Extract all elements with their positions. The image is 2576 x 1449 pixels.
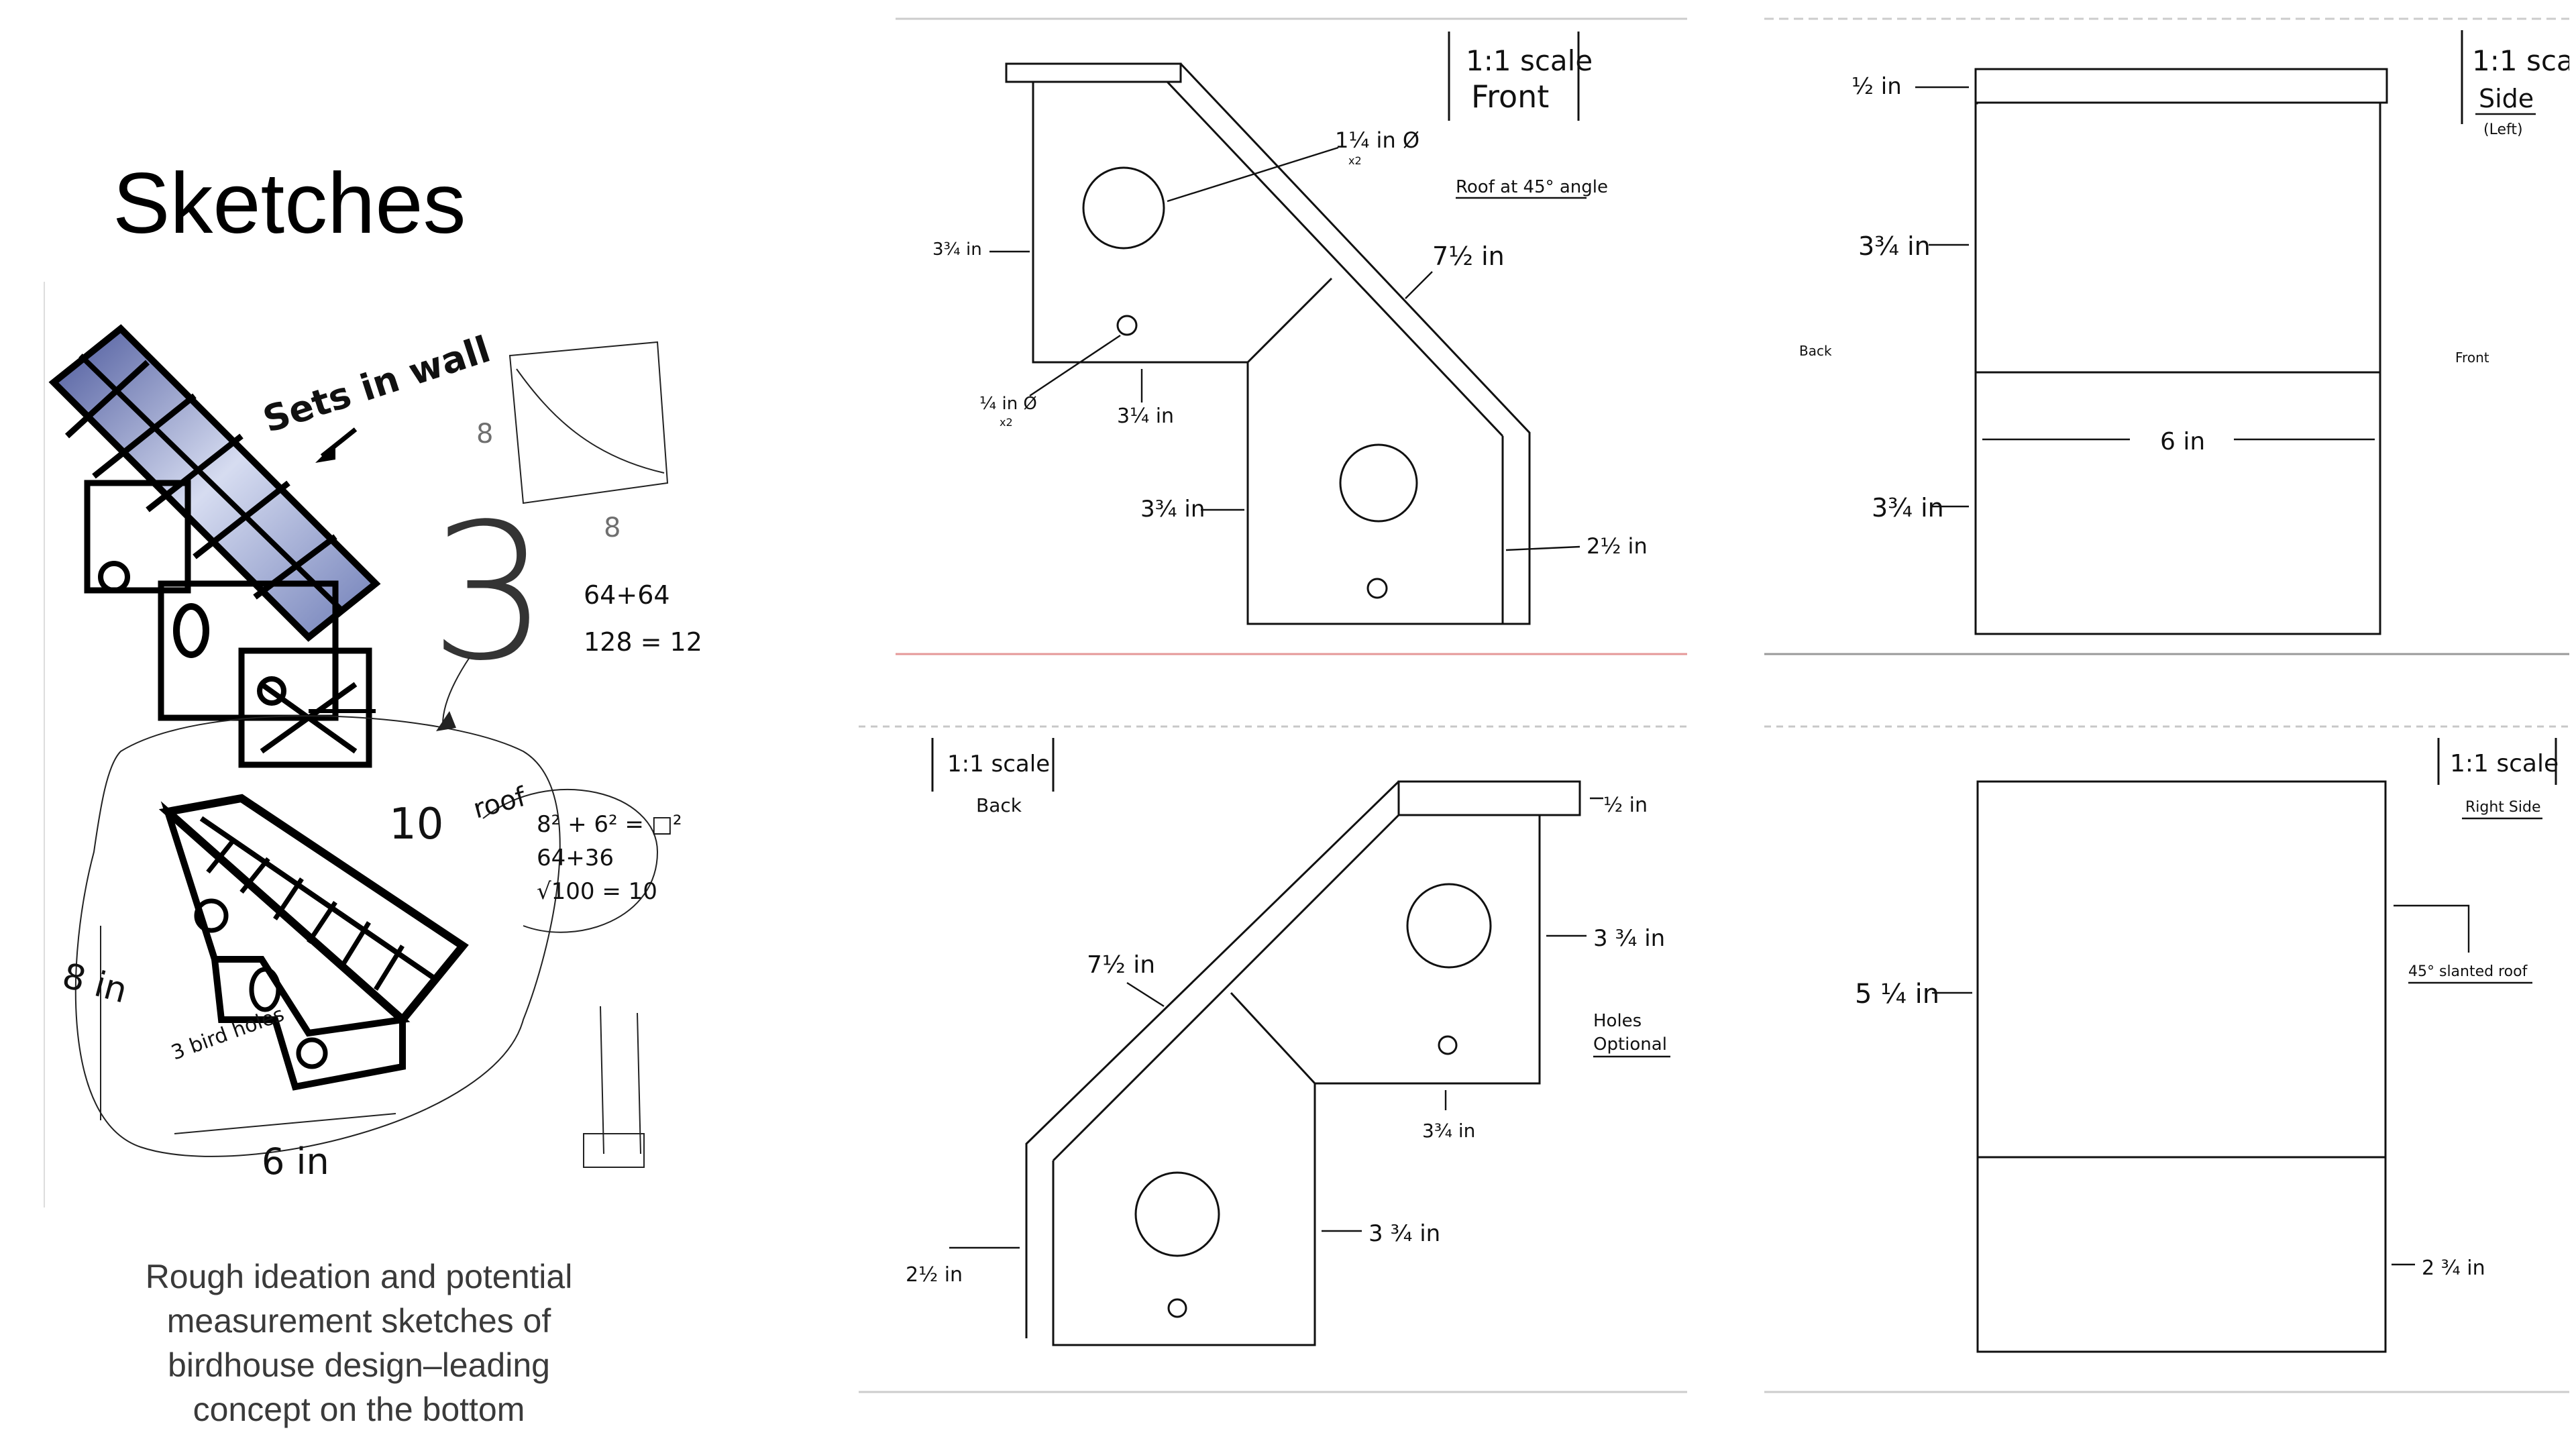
sets-in-wall-label: Sets in wall [258,328,496,441]
back-view-label: Back [976,794,1022,816]
right-scale-label: 1:1 scale [2450,750,2559,777]
front-small-hole-label: ¼ in Ø [979,394,1037,414]
left-width-label: 6 in [2160,428,2205,455]
right-height-label: 5 ¼ in [1855,979,1939,1010]
math-line-2: 64+36 [537,845,614,871]
front-roof-note: Roof at 45° angle [1456,177,1608,197]
front-upper-height-label: 3¾ in [932,239,982,260]
back-step-label: 3¾ in [1422,1120,1475,1142]
front-small-hole-qty: x2 [1000,416,1013,429]
back-scale-label: 1:1 scale [947,751,1050,777]
caption-line-3: birdhouse design–leading [168,1346,550,1384]
left-front-label: Front [2455,350,2489,366]
svg-text:8: 8 [604,513,621,543]
caption-line-4: concept on the bottom [193,1391,525,1428]
math-line-1: 8² + 6² = □² [537,811,682,838]
back-upper-height-label: 3 ¾ in [1593,925,1665,952]
right-lower-label: 2 ¾ in [2422,1256,2485,1280]
caption-line-1: Rough ideation and potential [145,1258,573,1295]
left-side-outline [1974,68,2388,635]
math-line-3: √100 = 10 [537,878,657,905]
front-view-label: Front [1471,78,1549,115]
front-large-hole-label: 1¼ in Ø [1335,127,1419,153]
front-scale-label: 1:1 scale [1466,44,1593,77]
back-holes-note-2: Optional [1593,1034,1667,1055]
right-side-outline [1976,780,2387,1353]
front-lower-height-label: 3¾ in [1140,496,1205,523]
leading-concept-drawing [74,715,659,1157]
slide-caption: Rough ideation and potential measurement… [80,1254,637,1432]
left-side-view-sheet: 1:1 scale Side (Left) ½ in 3¾ in Back Fr… [1764,17,2569,657]
front-view-outline [1005,62,1531,625]
back-view-outline [1025,780,1581,1346]
front-large-hole-qty: x2 [1348,154,1362,167]
front-view-sheet: 1:1 scale Front Roof at 45° angle 1¼ in … [896,17,1687,657]
back-roof-length-label: 7½ in [1087,951,1155,979]
left-lower-label: 3¾ in [1872,493,1944,523]
step-number: 3 [429,484,549,702]
left-scale-label: 1:1 scale [2472,44,2569,77]
slide-title: Sketches [113,156,466,252]
left-view-label: Side [2479,84,2534,113]
bird-holes-label: 3 bird holes [168,1002,288,1065]
left-view-sub: (Left) [2483,121,2523,138]
first-birdhouse-drawing [48,324,381,768]
right-view-label: Right Side [2465,799,2541,816]
eight-inch-label: 8 in [58,956,131,1012]
svg-text:8: 8 [476,419,493,449]
left-upper-label: 3¾ in [1858,231,1931,261]
ten-label: 10 [389,800,443,849]
ideation-sketch: Sets in wall 8 8 3 64+64 128 = 12 [40,282,778,1208]
back-roof-thickness-label: ½ in [1603,794,1648,817]
left-roof-thickness-label: ½ in [1851,73,1902,100]
front-roof-length-label: 7½ in [1432,241,1505,271]
back-view-sheet: 1:1 scale Back ½ in 7½ in 3 ¾ in Holes O… [859,724,1687,1395]
front-side-height-label: 2½ in [1587,533,1648,559]
left-back-label: Back [1799,343,1832,359]
right-roof-note: 45° slanted roof [2408,963,2528,980]
front-step-width-label: 3¼ in [1117,405,1174,428]
six-inch-label: 6 in [262,1140,329,1183]
roof-label: roof [470,782,530,825]
back-holes-note-1: Holes [1593,1011,1642,1031]
math-line-5: 128 = 12 [584,627,702,657]
math-line-4: 64+64 [584,580,670,610]
right-side-view-sheet: 1:1 scale Right Side 5 ¼ in 45° slanted … [1764,724,2569,1395]
back-lower-height-label: 3 ¾ in [1368,1220,1440,1247]
caption-line-2: measurement sketches of [166,1302,551,1340]
back-side-height-label: 2½ in [906,1263,963,1287]
